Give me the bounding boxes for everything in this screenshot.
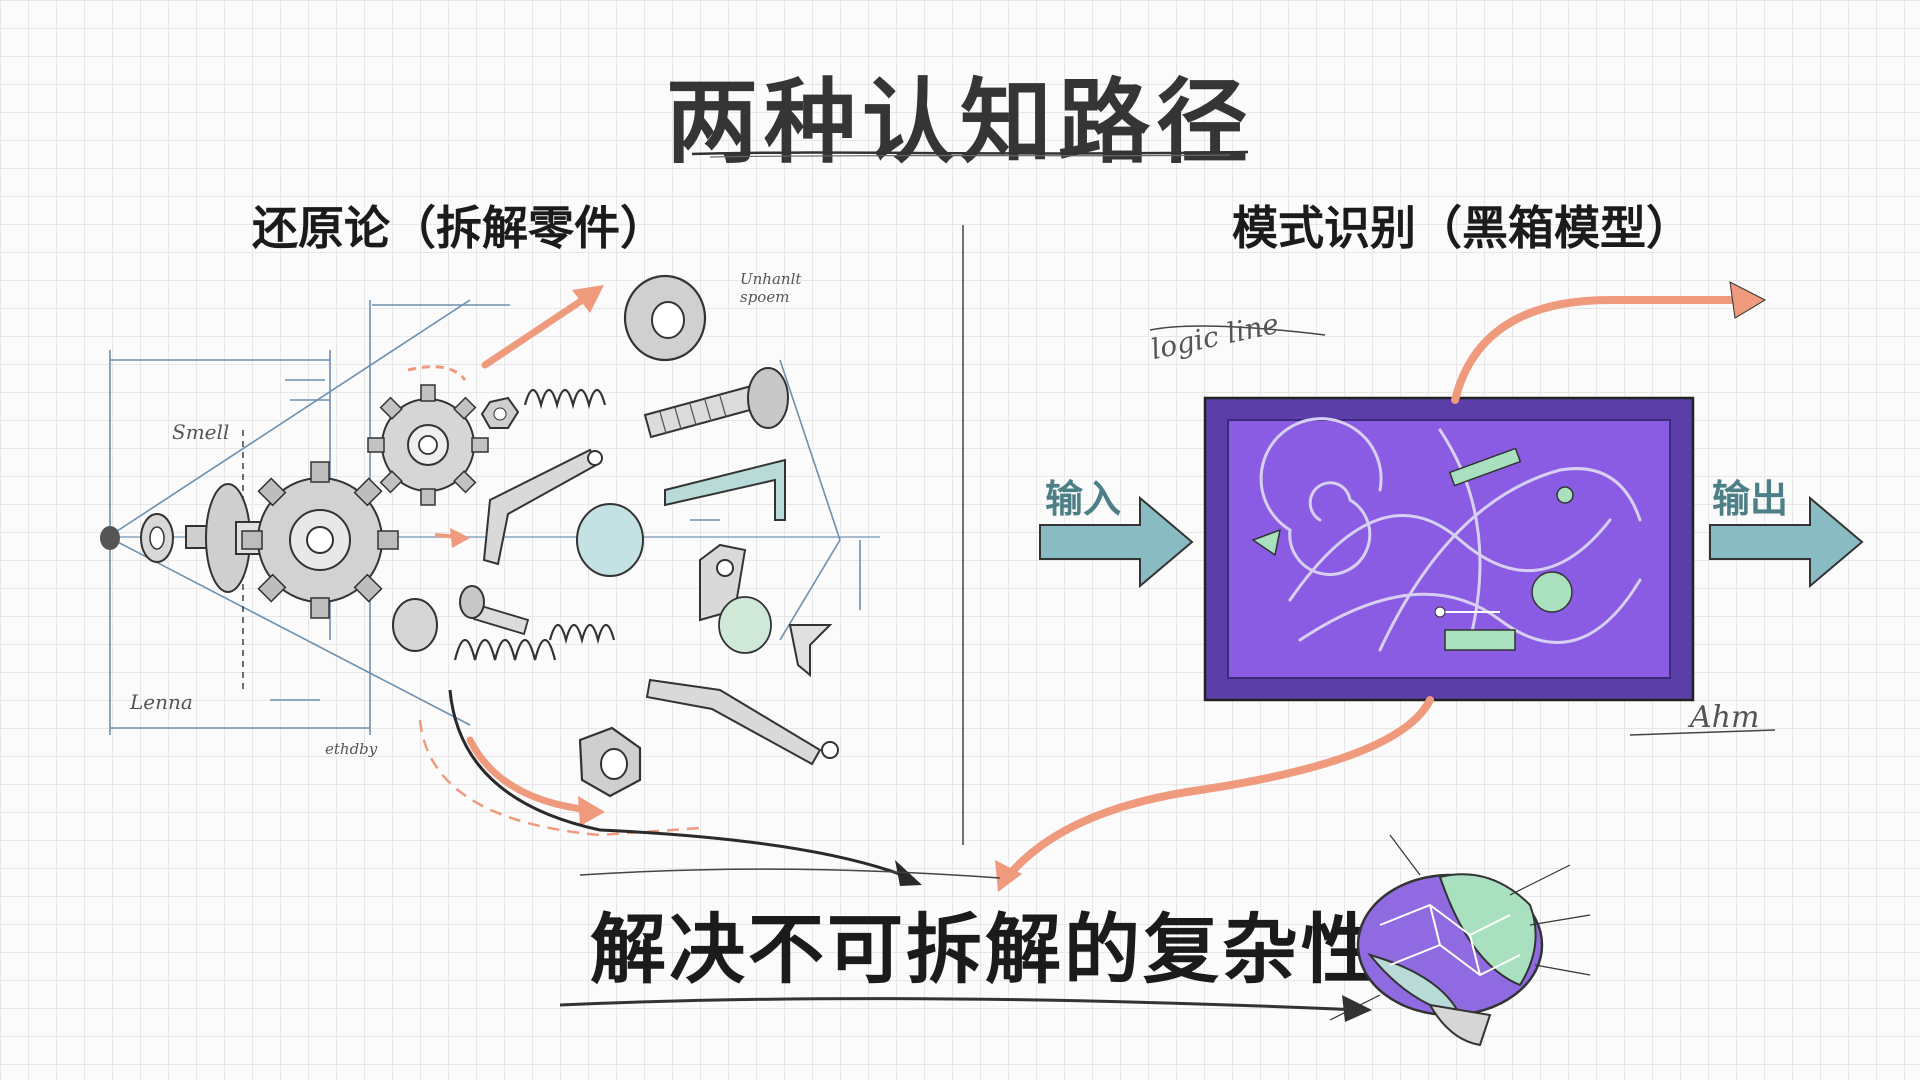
arrow-right-icon <box>1039 495 1194 589</box>
pattern-recognition-title: 模式识别（黑箱模型） <box>1232 201 1692 255</box>
washer-icon <box>100 513 174 563</box>
output-label: 输出 <box>1712 477 1789 521</box>
disc-icon <box>718 596 772 654</box>
page-title: 两种认知路径 <box>665 69 1254 176</box>
shaft-icon <box>185 483 265 593</box>
sketch-note: Unhanlt spoem <box>740 270 802 306</box>
clip-icon <box>788 624 833 678</box>
title-underline <box>691 150 1249 158</box>
reductionism-title: 还原论（拆解零件） <box>252 201 666 255</box>
nut-icon <box>480 396 520 429</box>
gear-icon <box>241 461 399 619</box>
spring-icon <box>453 388 616 661</box>
input-label: 输入 <box>1045 477 1122 521</box>
bolt-icon <box>643 367 789 439</box>
panel-divider <box>962 225 964 845</box>
sketch-note: ethdby <box>325 740 378 758</box>
washer-icon <box>623 274 707 362</box>
conclusion-title: 解决不可拆解的复杂性 <box>590 905 1380 994</box>
bolt-icon <box>459 585 530 636</box>
bushing-icon <box>392 598 438 652</box>
sketch-note: Ahm <box>1690 700 1760 735</box>
sketch-note: Lenna <box>130 690 193 714</box>
brain-icon <box>1329 834 1591 1047</box>
gear-icon <box>367 384 489 506</box>
sketch-note: Smell <box>172 420 230 444</box>
disc-icon <box>576 503 644 577</box>
arrow-right-icon <box>1709 495 1864 589</box>
bracket-icon <box>664 458 786 521</box>
nut-icon <box>578 726 642 798</box>
